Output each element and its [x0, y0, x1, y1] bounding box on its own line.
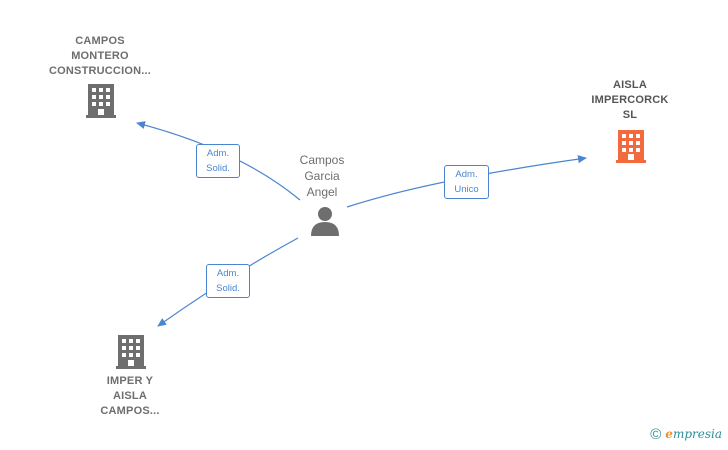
- company-label-line: CONSTRUCCION...: [49, 65, 151, 77]
- person-icon[interactable]: [311, 207, 339, 236]
- role-badge-line: Adm.: [216, 268, 240, 279]
- building-icon[interactable]: [86, 84, 116, 118]
- role-badge-campos-montero[interactable]: Adm. Solid.: [196, 144, 240, 178]
- building-icon[interactable]: [616, 130, 646, 163]
- building-icon[interactable]: [116, 335, 146, 369]
- person-label-line: Campos: [299, 153, 345, 167]
- person-label-line: Angel: [306, 185, 338, 199]
- company-label-imper-y-aisla[interactable]: IMPER Y AISLA CAMPOS...: [70, 374, 190, 419]
- role-badge-line: Adm.: [455, 169, 478, 180]
- role-badge-line: Solid.: [216, 283, 240, 294]
- brand-logo-initial: e: [665, 427, 673, 441]
- role-badge-imper-y-aisla[interactable]: Adm. Solid.: [206, 264, 250, 298]
- company-label-line: IMPERCORCK: [591, 94, 669, 106]
- role-badge-line: Adm.: [206, 148, 230, 159]
- company-label-line: CAMPOS...: [100, 405, 160, 417]
- company-label-line: CAMPOS: [75, 35, 125, 47]
- role-badge-aisla-impercorck[interactable]: Adm. Unico: [444, 165, 489, 199]
- company-label-campos-montero[interactable]: CAMPOS MONTERO CONSTRUCCION...: [32, 34, 168, 79]
- company-label-line: IMPER Y: [106, 375, 154, 387]
- brand-footer: ©empresia: [650, 426, 722, 443]
- company-label-line: SL: [622, 109, 638, 121]
- brand-logo: empresia: [665, 427, 722, 441]
- role-badge-line: Solid.: [206, 163, 230, 174]
- role-badge-line: Unico: [454, 184, 479, 195]
- person-label[interactable]: Campos Garcia Angel: [276, 152, 368, 200]
- copyright-icon: ©: [650, 426, 662, 443]
- person-label-line: Garcia: [304, 169, 340, 183]
- company-label-aisla-impercorck[interactable]: AISLA IMPERCORCK SL: [570, 78, 690, 123]
- brand-logo-text: mpresia: [672, 427, 722, 441]
- company-label-line: AISLA: [113, 390, 147, 402]
- company-label-line: AISLA: [613, 79, 647, 91]
- company-label-line: MONTERO: [71, 50, 129, 62]
